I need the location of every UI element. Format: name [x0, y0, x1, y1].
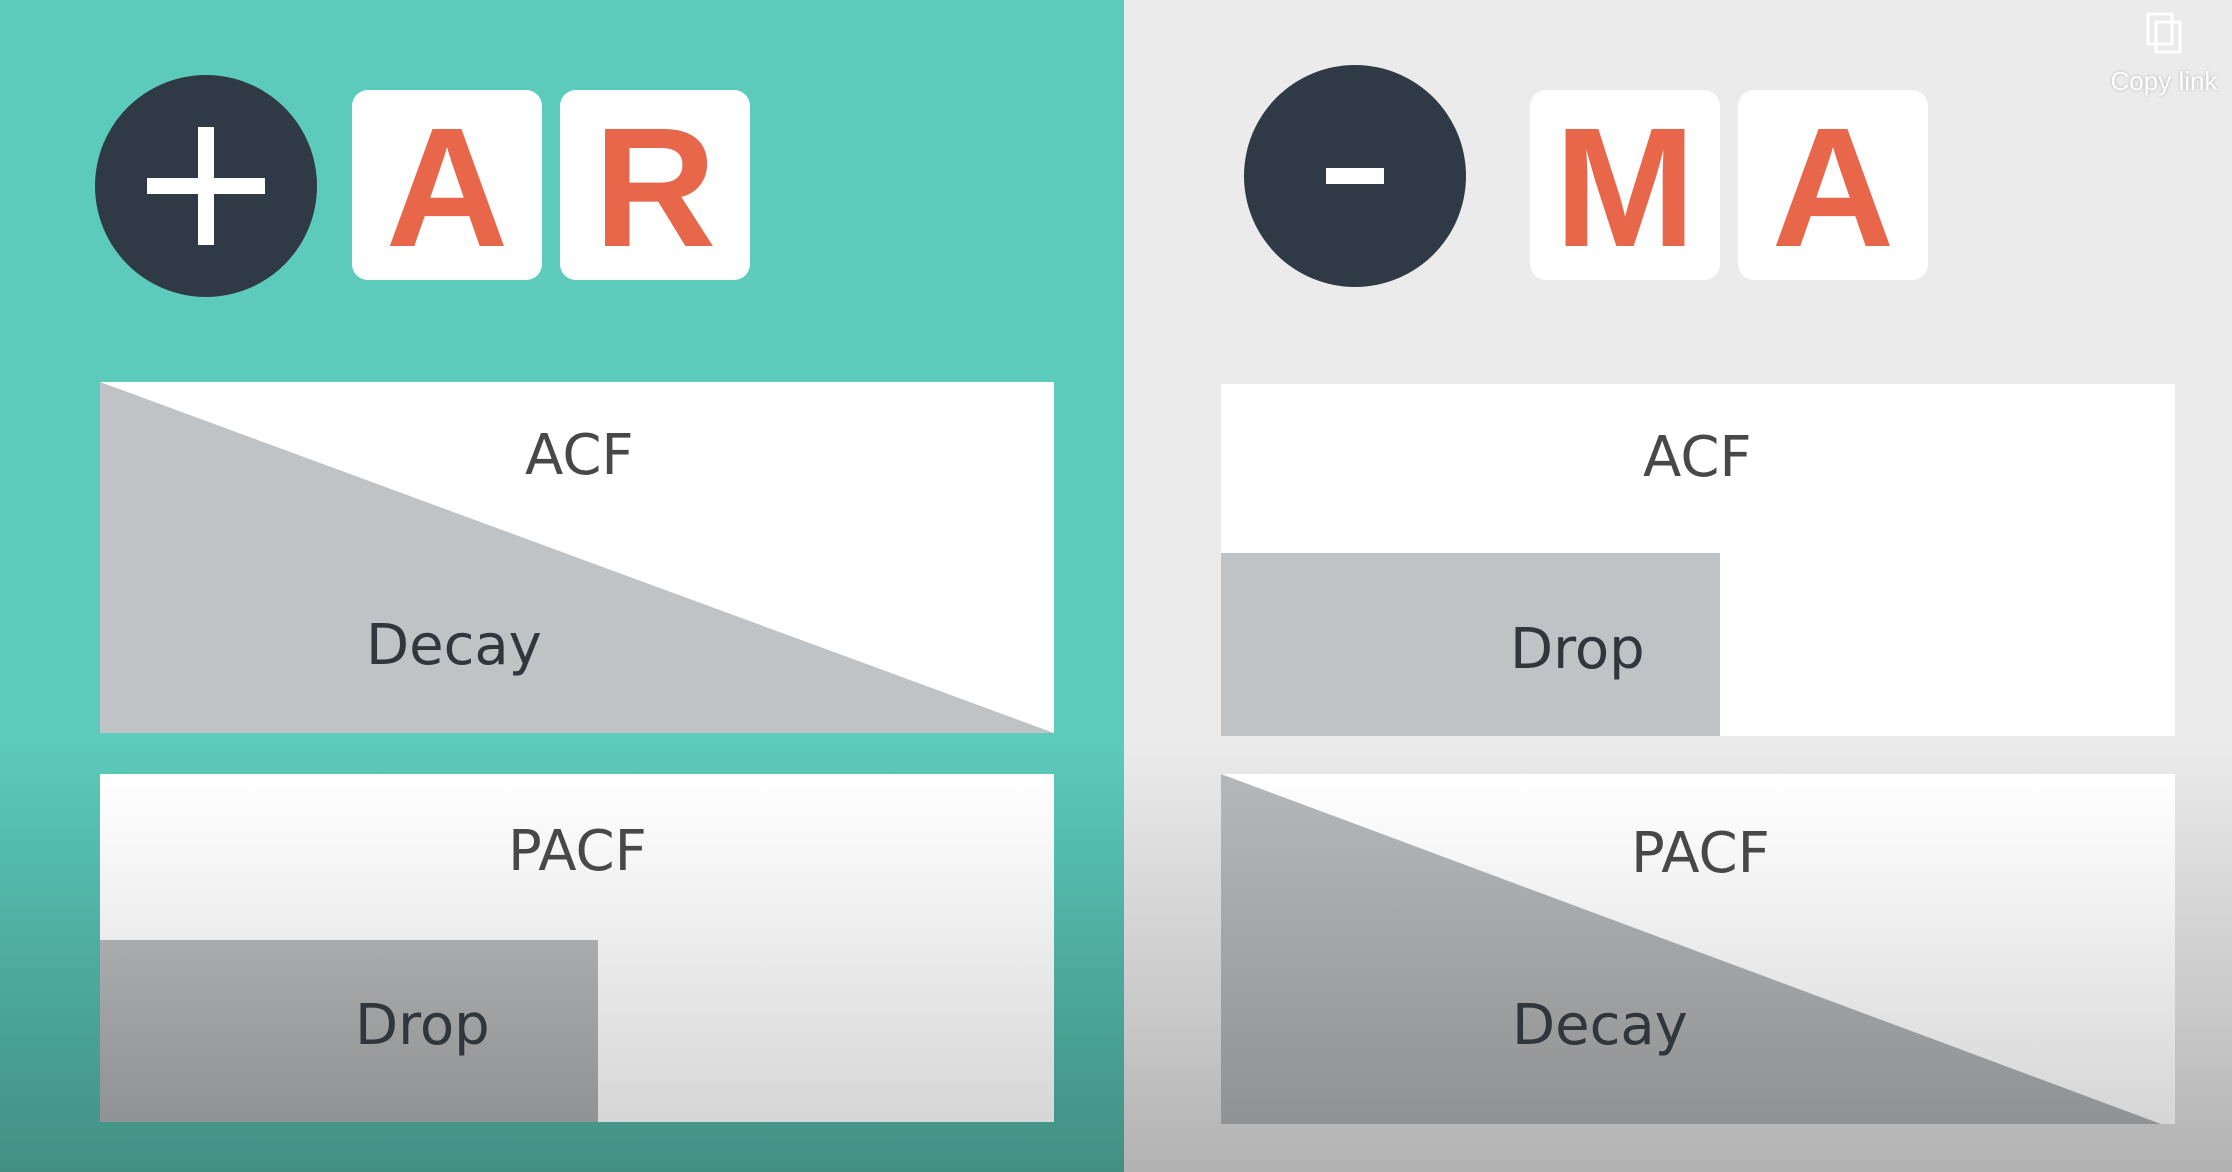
ar-pacf-box: PACF Drop: [100, 774, 1054, 1122]
ma-acf-title: ACF: [1643, 425, 1752, 490]
ar-acf-pattern: Decay: [366, 613, 542, 678]
ma-pacf-pattern: Decay: [1512, 993, 1688, 1058]
ma-acf-box: ACF Drop: [1221, 384, 2175, 736]
plus-icon: [147, 127, 265, 245]
minus-icon: [1326, 168, 1384, 184]
letter-tile-a-ma: A: [1738, 90, 1928, 283]
ar-pacf-pattern: Drop: [355, 993, 490, 1058]
ma-pacf-box: PACF Decay: [1221, 774, 2175, 1124]
copy-link-label: Copy link: [2110, 66, 2218, 96]
copy-link-button[interactable]: Copy link: [2104, 12, 2224, 97]
ar-acf-title: ACF: [525, 423, 634, 488]
drop-block: [1221, 553, 1720, 736]
ma-pacf-title: PACF: [1631, 821, 1770, 886]
ar-acf-box: ACF Decay: [100, 382, 1054, 733]
ma-acf-pattern: Drop: [1510, 617, 1645, 682]
copy-icon: [2146, 12, 2182, 54]
ma-panel: M A ACF Drop PACF Decay Copy link: [1124, 0, 2232, 1172]
decay-triangle: [100, 382, 1054, 733]
letter-tile-m: M: [1530, 90, 1720, 283]
decay-triangle: [1221, 774, 2161, 1124]
minus-circle-icon: [1244, 65, 1466, 287]
ar-pacf-title: PACF: [508, 819, 647, 884]
ar-panel: A R ACF Decay PACF Drop: [0, 0, 1124, 1172]
plus-circle-icon: [95, 75, 317, 297]
letter-tile-r: R: [560, 90, 750, 283]
letter-tile-a: A: [352, 90, 542, 283]
drop-block: [100, 940, 598, 1122]
